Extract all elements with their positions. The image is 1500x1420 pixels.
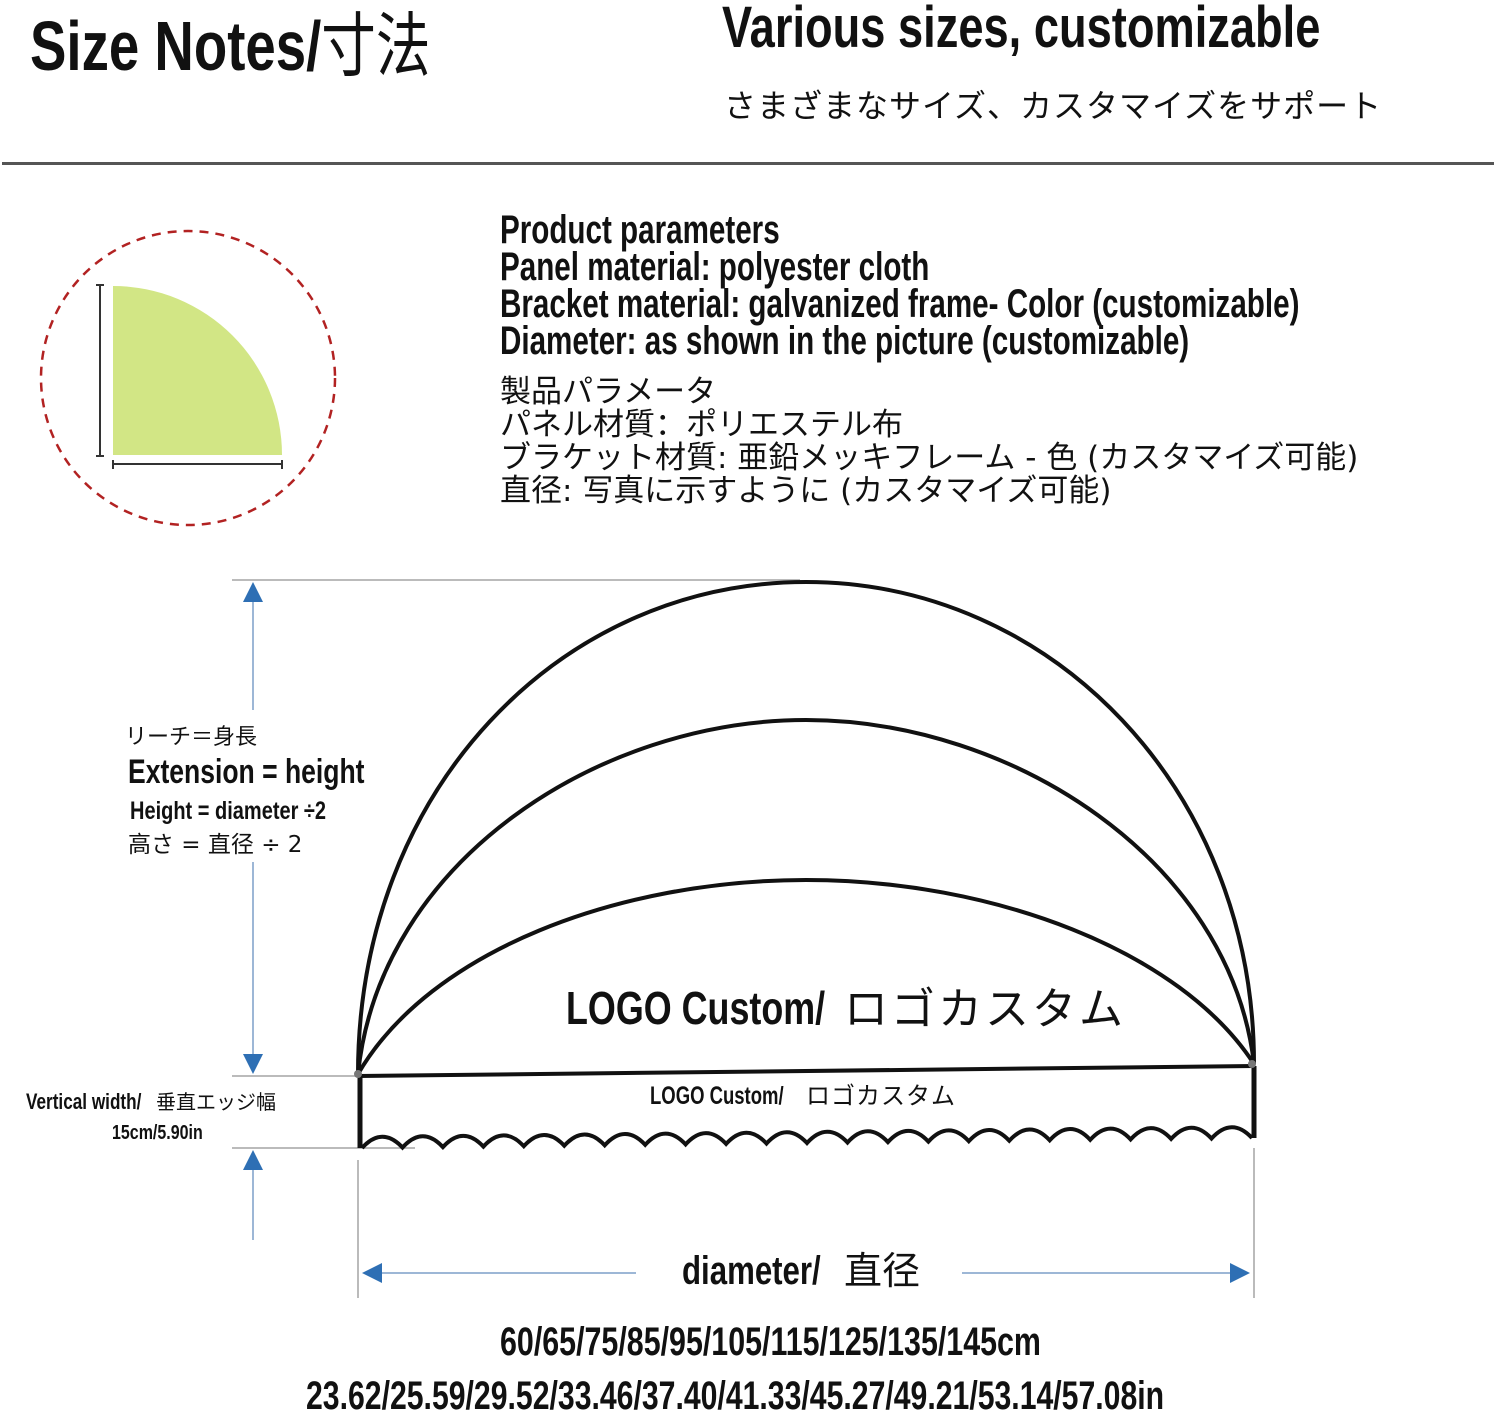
params-jp-line: 直径: 写真に示すように (カスタマイズ可能): [500, 473, 1112, 509]
params-en-line: Diameter: as shown in the picture (custo…: [500, 319, 1190, 363]
outer-arc: [356, 579, 1256, 1075]
title-jp: 寸法: [321, 5, 431, 87]
params-jp-line: パネル材質：ポリエステル布: [500, 407, 903, 443]
header-divider: [2, 162, 1494, 165]
subtitle-jp: さまざまなサイズ、カスタマイズをサポート: [724, 87, 1383, 125]
extension-label-jp: リーチ＝身長: [125, 725, 258, 750]
right-hinge: [1248, 1060, 1256, 1068]
base-bar: [357, 1064, 1255, 1078]
title-en: Size Notes/: [30, 7, 322, 85]
vertical-width-en: Vertical width/: [26, 1089, 142, 1114]
height-formula-jp: 高さ = 直径 ÷ 2: [128, 832, 303, 858]
logo-custom-band: LOGO Custom/ロゴカスタム: [650, 1080, 956, 1113]
extension-label-en: Extension = height: [128, 753, 365, 791]
diameter-jp: 直径: [844, 1249, 921, 1293]
params-en-block: Product parameters Panel material: polye…: [500, 208, 1300, 363]
valance-wave: [360, 1125, 1254, 1151]
params-jp-block: 製品パラメータ パネル材質：ポリエステル布 ブラケット材質: 亜鉛メッキフレーム…: [500, 376, 1358, 508]
params-en-line: Bracket material: galvanized frame- Colo…: [500, 282, 1300, 326]
logo-custom-main: LOGO Custom/ロゴカスタム: [566, 980, 1126, 1038]
params-en-line: Panel material: polyester cloth: [500, 245, 930, 289]
sizes-in: 23.62/25.59/29.52/33.46/37.40/41.33/45.2…: [306, 1374, 1165, 1418]
vertical-width-value: 15cm/5.90in: [112, 1122, 203, 1144]
height-formula-en: Height = diameter ÷2: [130, 797, 327, 825]
params-en-line: Product parameters: [500, 208, 780, 252]
params-jp-line: ブラケット材質: 亜鉛メッキフレーム - 色 (カスタマイズ可能): [500, 440, 1359, 476]
logo-main-jp: ロゴカスタム: [844, 984, 1126, 1035]
left-hinge: [354, 1070, 362, 1078]
middle-arc: [356, 717, 1256, 1075]
logo-main-en: LOGO Custom/: [566, 982, 826, 1034]
params-jp-line: 製品パラメータ: [500, 374, 717, 410]
vertical-width-jp: 垂直エッジ幅: [156, 1092, 276, 1114]
logo-band-jp: ロゴカスタム: [806, 1083, 956, 1110]
sizes-cm: 60/65/75/85/95/105/115/125/135/145cm: [500, 1320, 1041, 1364]
logo-band-en: LOGO Custom/: [650, 1082, 784, 1110]
inner-arc: [356, 877, 1256, 1076]
subtitle-en: Various sizes, customizable: [722, 0, 1321, 60]
diameter-en: diameter/: [682, 1249, 821, 1293]
page-title: Size Notes/寸法: [30, 6, 430, 86]
dashed-circle: [39, 229, 337, 527]
side-profile-panel: [113, 286, 282, 455]
vertical-width-label: Vertical width/垂直エッジ幅: [26, 1088, 276, 1117]
diameter-label: diameter/直径: [682, 1246, 920, 1296]
